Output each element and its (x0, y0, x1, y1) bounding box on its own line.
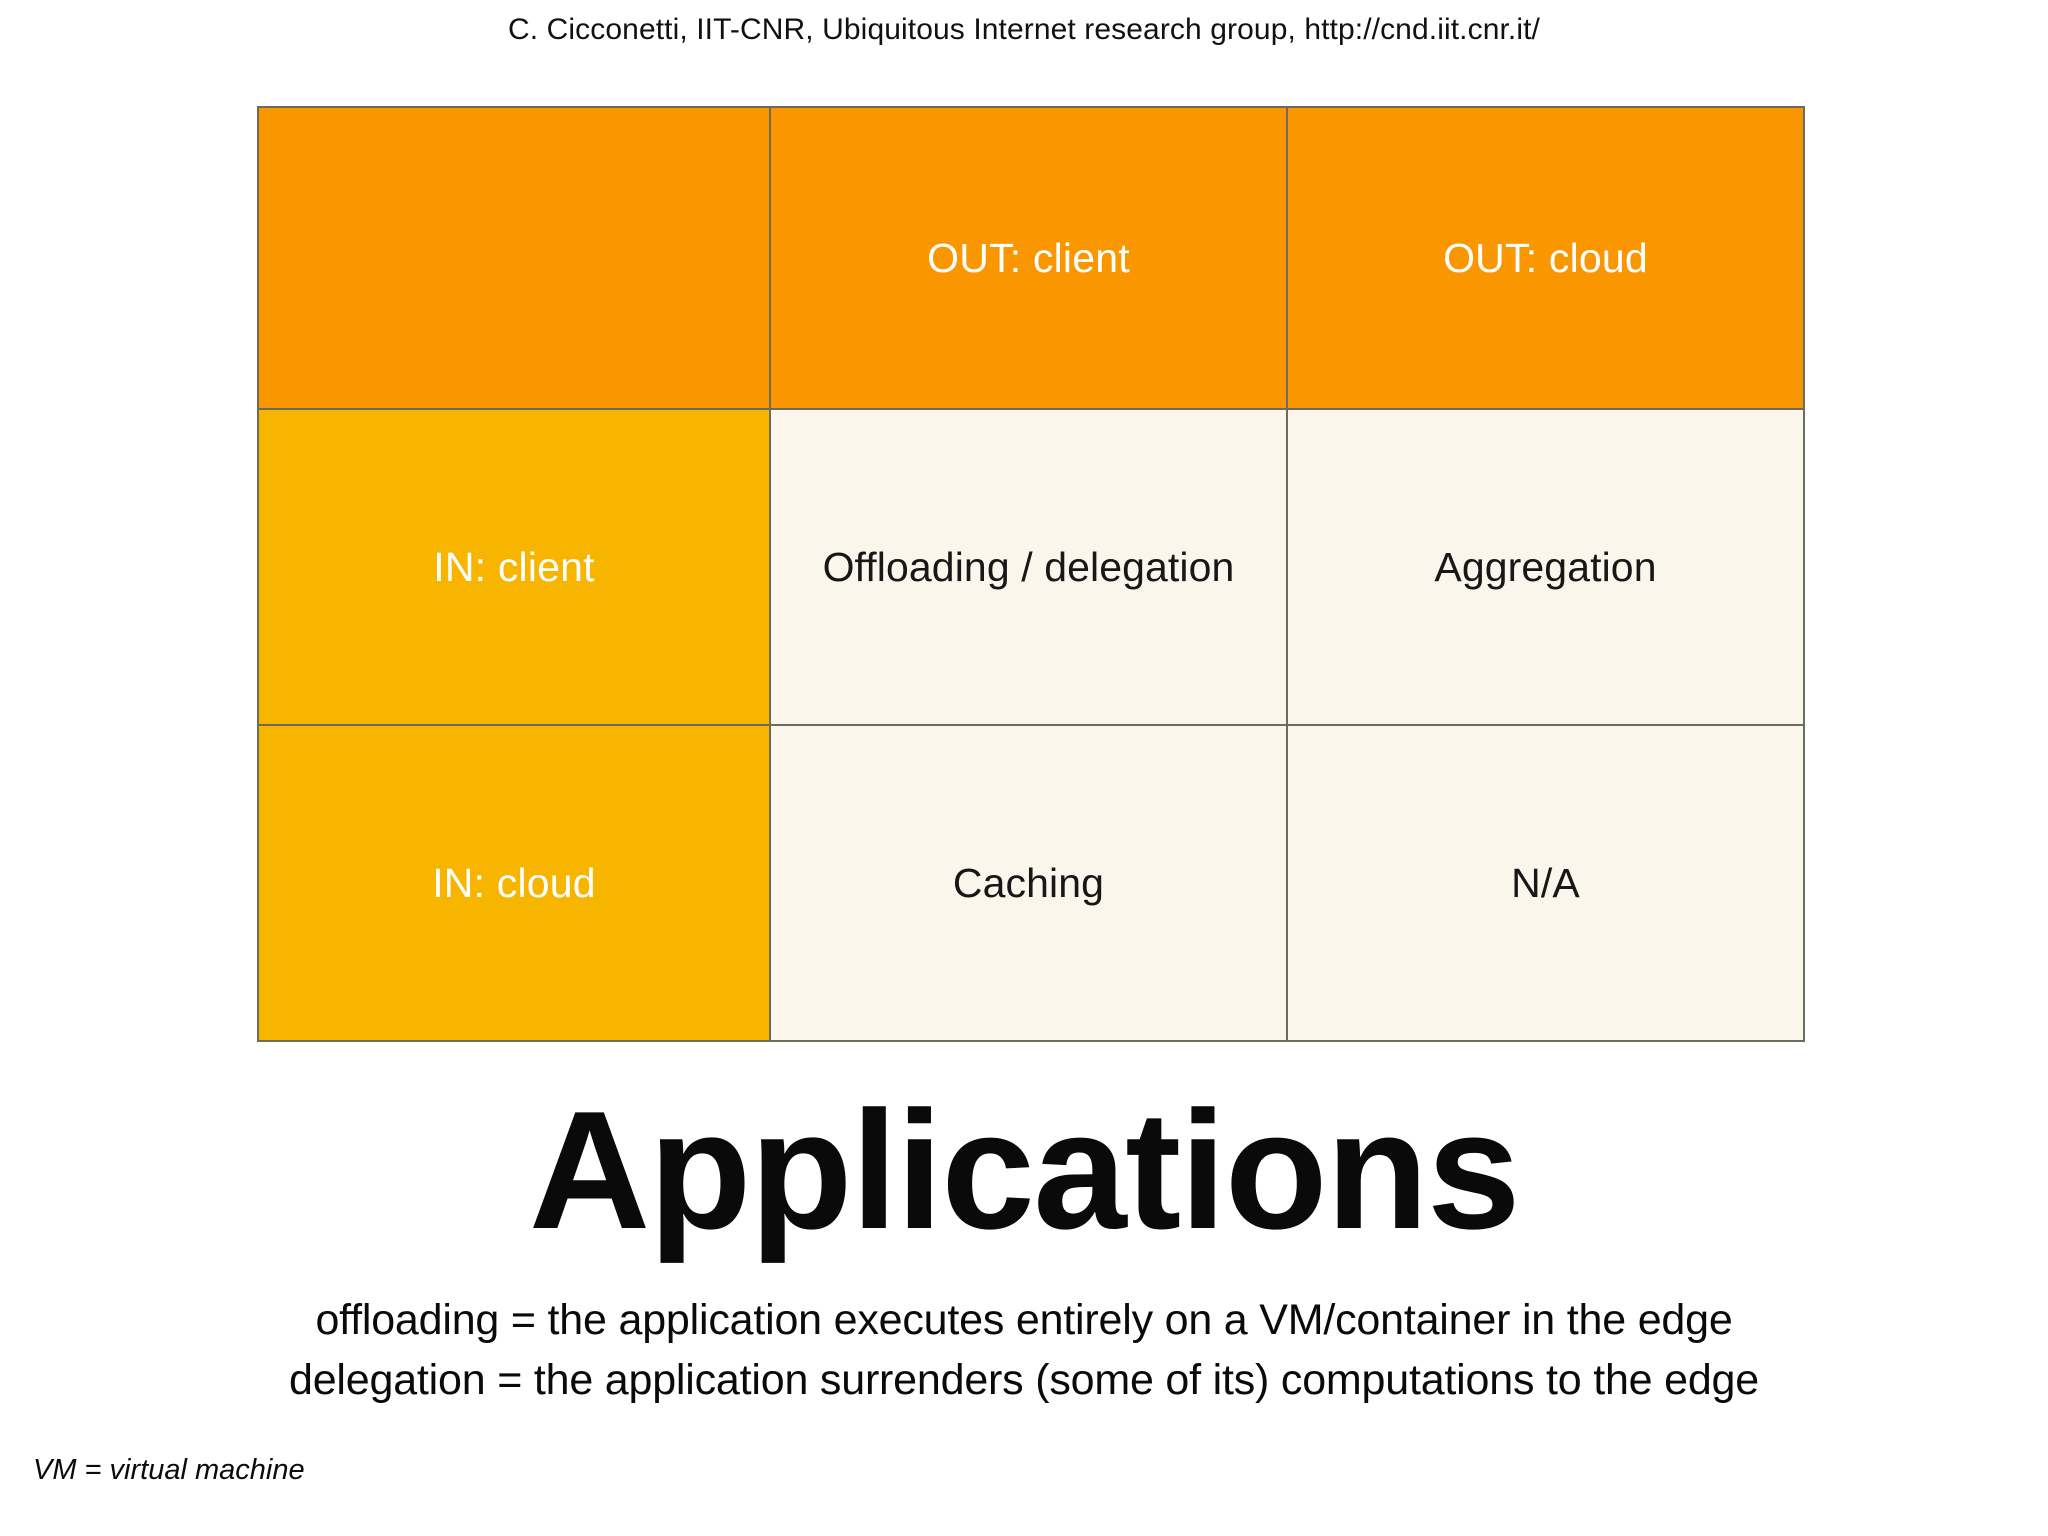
matrix-cell-aggregation: Aggregation (1286, 408, 1805, 726)
applications-matrix-table: OUT: client OUT: cloud IN: client Offloa… (257, 106, 1805, 1042)
matrix-cell-caching: Caching (769, 724, 1288, 1042)
table-row-header: OUT: client OUT: cloud (257, 106, 1805, 410)
definitions-block: offloading = the application executes en… (0, 1290, 2048, 1410)
matrix-corner-cell (257, 106, 771, 410)
matrix-column-header-out-cloud: OUT: cloud (1286, 106, 1805, 410)
definition-offloading: offloading = the application executes en… (315, 1296, 1733, 1344)
slide-header-attribution: C. Cicconetti, IIT-CNR, Ubiquitous Inter… (508, 13, 1540, 46)
table-row: IN: client Offloading / delegation Aggre… (257, 408, 1805, 726)
page-title: Applications (528, 1076, 1521, 1264)
table-row: IN: cloud Caching N/A (257, 724, 1805, 1042)
matrix-row-header-in-client: IN: client (257, 408, 771, 726)
definition-delegation: delegation = the application surrenders … (289, 1356, 1759, 1404)
matrix-cell-na: N/A (1286, 724, 1805, 1042)
matrix-cell-offloading-delegation: Offloading / delegation (769, 408, 1288, 726)
matrix-column-header-out-client: OUT: client (769, 106, 1288, 410)
footnote-vm-abbreviation: VM = virtual machine (33, 1454, 305, 1486)
matrix-row-header-in-cloud: IN: cloud (257, 724, 771, 1042)
